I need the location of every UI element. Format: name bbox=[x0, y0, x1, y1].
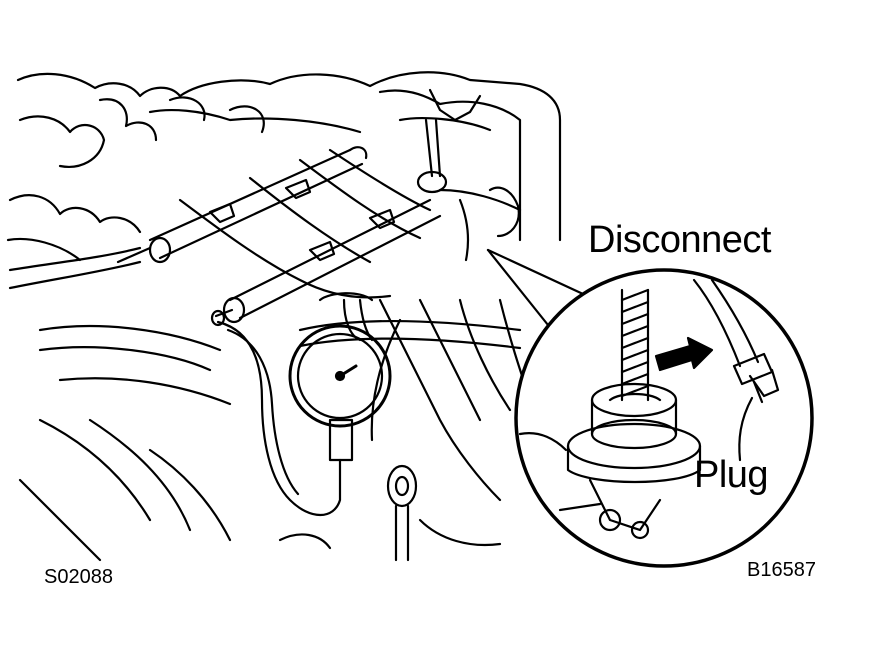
engine-block-outline bbox=[6, 71, 562, 262]
intake-runners bbox=[178, 148, 532, 502]
figure-code-left: S02088 bbox=[44, 566, 113, 588]
detail-vacuum-hose bbox=[692, 278, 780, 462]
pressure-gauge bbox=[288, 324, 392, 428]
arrow-icon bbox=[654, 336, 714, 372]
pressure-regulator-area bbox=[416, 118, 522, 262]
figure-code-right: B16587 bbox=[747, 559, 816, 581]
lower-engine-parts bbox=[18, 324, 502, 562]
injectors bbox=[208, 178, 396, 262]
pressure-gauge-hose bbox=[216, 292, 522, 516]
plug-label: Plug bbox=[694, 454, 769, 496]
disconnect-label: Disconnect bbox=[588, 219, 771, 261]
detail-regulator bbox=[518, 288, 702, 540]
fuel-rail-lower bbox=[210, 198, 442, 327]
detail-callout bbox=[486, 248, 814, 568]
